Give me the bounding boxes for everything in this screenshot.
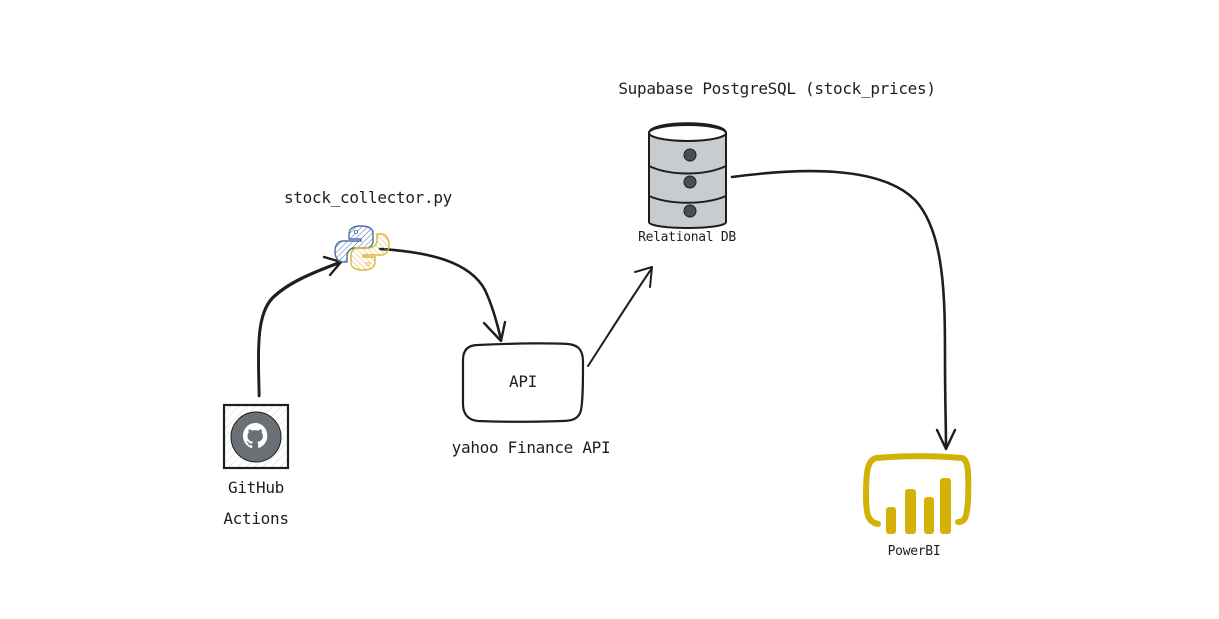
database-label: Relational DB <box>638 230 736 245</box>
database-title: Supabase PostgreSQL (stock_prices) <box>618 79 936 98</box>
github-label-line2: Actions <box>223 509 289 528</box>
collector-label: stock_collector.py <box>284 188 452 207</box>
api-box-label: API <box>509 372 537 391</box>
edge-github-to-collector <box>257 255 343 398</box>
python-icon[interactable] <box>334 225 390 271</box>
powerbi-icon[interactable] <box>862 453 972 534</box>
github-actions-node[interactable] <box>222 403 290 470</box>
database-icon[interactable] <box>648 122 727 229</box>
edge-api-to-database <box>587 266 653 367</box>
edge-database-to-powerbi <box>730 169 957 451</box>
api-caption: yahoo Finance API <box>451 438 611 457</box>
github-label-line1: GitHub <box>228 478 284 497</box>
powerbi-label: PowerBI <box>887 544 941 559</box>
edge-collector-to-api <box>378 247 507 343</box>
api-box[interactable] <box>461 342 585 423</box>
github-icon <box>230 411 282 463</box>
